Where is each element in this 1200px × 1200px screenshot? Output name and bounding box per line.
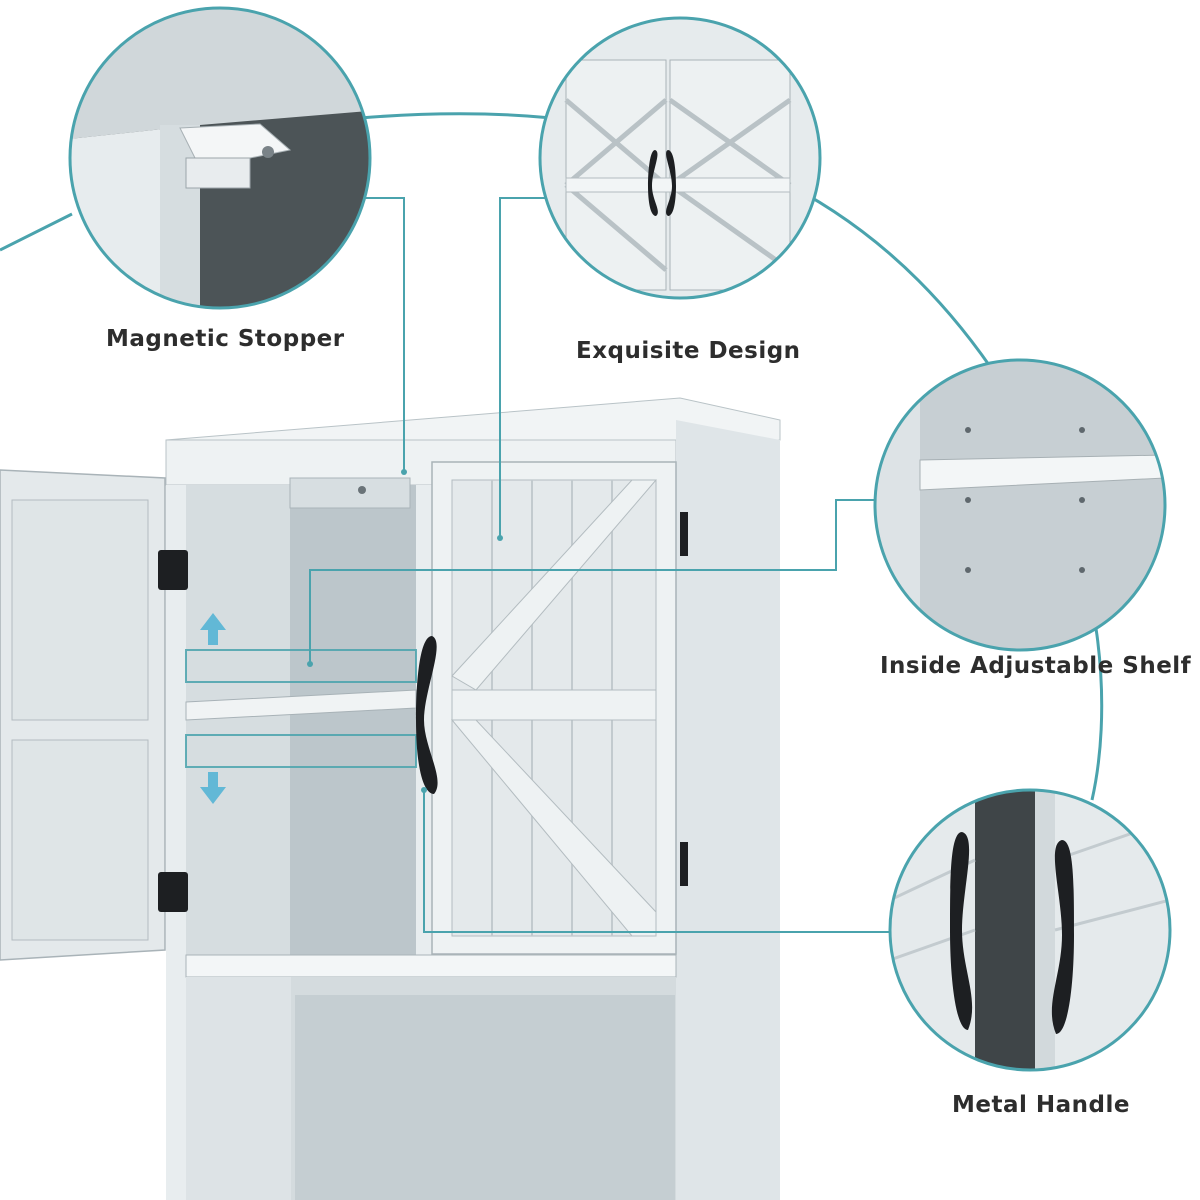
adjustable-shelf-callout bbox=[873, 358, 1167, 652]
callout-lines bbox=[309, 197, 890, 933]
cabinet-body bbox=[0, 397, 781, 1200]
arrow-up-icon bbox=[200, 613, 226, 645]
arrow-down-icon bbox=[200, 772, 226, 804]
barn-door-right bbox=[431, 461, 677, 955]
adjustable-shelf-label: Inside Adjustable Shelf bbox=[880, 653, 1192, 679]
exquisite-design-label: Exquisite Design bbox=[576, 338, 801, 364]
door-handle bbox=[416, 636, 438, 794]
metal-handle-callout bbox=[888, 788, 1172, 1072]
barn-door-left-open bbox=[0, 469, 166, 961]
connector-arc-left bbox=[0, 212, 73, 252]
metal-handle-label: Metal Handle bbox=[952, 1092, 1130, 1118]
magnetic-stopper-label: Magnetic Stopper bbox=[106, 326, 345, 352]
magnetic-stopper-callout bbox=[68, 6, 372, 310]
exquisite-design-callout bbox=[538, 16, 822, 300]
